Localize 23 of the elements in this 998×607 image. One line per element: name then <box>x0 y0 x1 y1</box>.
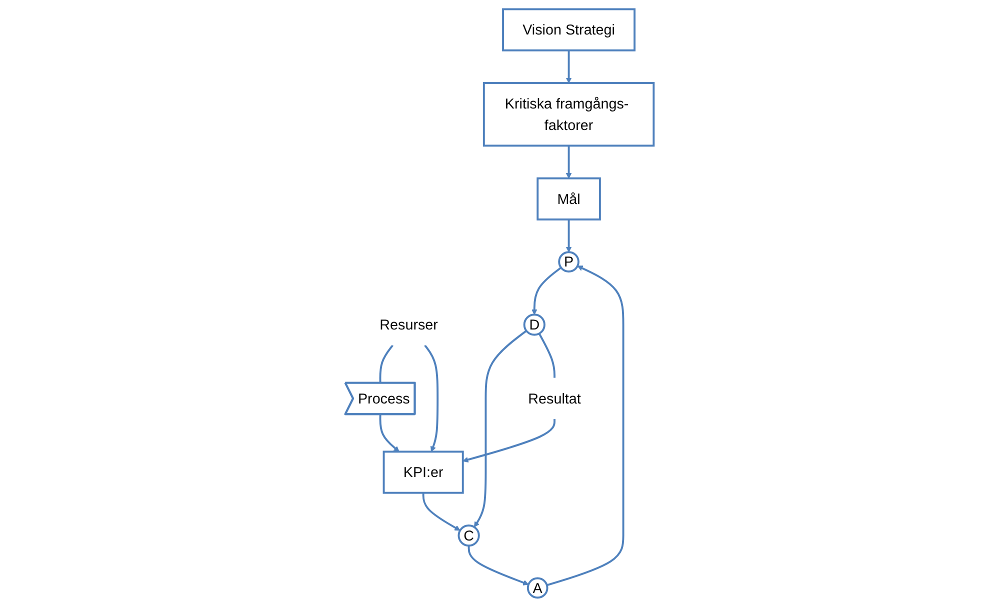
node-circle: D <box>522 313 545 336</box>
arrow <box>565 218 572 252</box>
arrow <box>474 330 526 527</box>
node-box: Kritiska framgångs- faktorer <box>482 82 654 146</box>
arrow <box>462 418 556 462</box>
connector <box>538 332 556 378</box>
arrow <box>467 545 528 585</box>
arrow <box>378 414 399 452</box>
node-box: Mål <box>536 176 600 220</box>
node-circle: A <box>526 576 548 598</box>
arrow <box>565 145 572 178</box>
arrow <box>422 492 460 530</box>
node-circle: P <box>558 250 579 272</box>
connector <box>378 344 394 383</box>
node-box: KPI:er <box>382 450 464 494</box>
node-text: Resultat <box>528 390 580 406</box>
node-text: Resurser <box>379 316 438 332</box>
arrow <box>531 266 562 314</box>
node-circle: C <box>457 524 480 546</box>
arrow <box>424 344 438 452</box>
arrow <box>565 50 572 83</box>
arrow <box>546 265 624 586</box>
node-box: Vision Strategi <box>502 8 636 51</box>
